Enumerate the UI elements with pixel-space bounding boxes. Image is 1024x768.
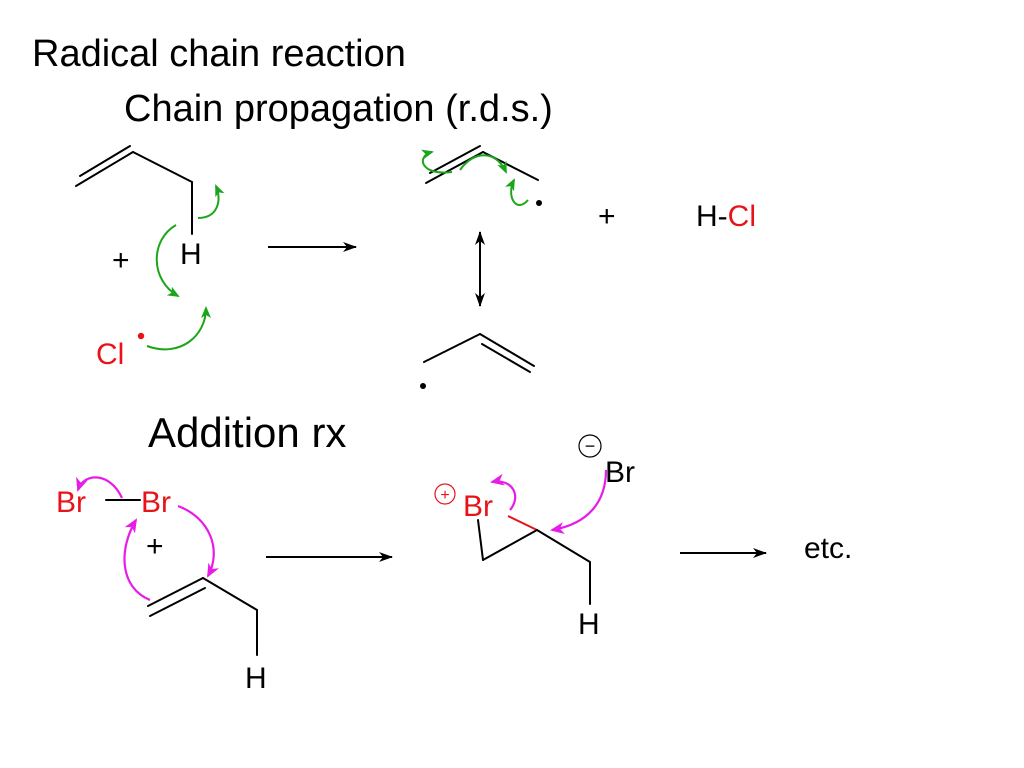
curved-arrow-pi-to-br [123,518,151,602]
add-double-inner [149,587,206,617]
plus-sign-1: + [112,244,130,277]
double-bond-outer [75,151,134,187]
fishhook-arrow-radical [505,178,529,206]
plus-sign-2: + [598,200,616,233]
chlorine-atom: Cl [96,338,124,371]
allyl-radical-form-2 [423,333,535,373]
allyl2-single [423,333,481,363]
reactant-alkene [75,145,193,235]
allyl2-double-outer [479,333,535,367]
chlorine-radical-dot [137,332,145,340]
fishhook-arrow-to-h [155,224,180,297]
bromide-anion: Br [605,456,635,489]
negative-charge-circle [578,434,602,458]
allyl-double-inner [429,145,481,174]
ring-c2-ch2-bond [536,529,591,563]
ring-c1-c2-bond [482,529,538,561]
add-single [202,577,258,611]
single-bond [132,151,193,183]
allyl-radical-form-1 [425,145,539,184]
title-heading: Radical chain reaction [32,33,406,75]
ring-br-c1-bond [477,519,484,561]
allyl2-double-inner [481,343,531,373]
curved-arrow-br-br-bond [76,476,123,499]
bromine-atom-2: Br [141,486,171,519]
addition-alkene [147,577,258,656]
fishhook-arrow-from-cl [146,306,211,351]
allyl-radical-dot-1 [536,200,542,206]
plus-sign-3: + [146,530,164,563]
fishhook-arrow-ch-bond [197,184,225,219]
double-bond-inner [79,145,131,177]
hcl-chlorine: Cl [728,200,756,233]
hydrogen-atom-3: H [578,608,600,641]
allyl-radical-dot-2 [420,383,426,389]
hydrogen-atom-1: H [180,238,202,271]
positive-charge-sign: + [440,487,449,504]
etc-label: etc. [804,532,852,565]
hydrogen-atom-2: H [245,662,267,695]
hcl-hydrogen: H- [696,200,728,233]
add-double-outer [147,577,204,607]
ring-br-c2-bond [507,515,538,531]
curved-arrow-br-ring [490,473,517,511]
bromonium-bromine: Br [463,490,493,523]
negative-charge-sign: − [585,436,596,456]
addition-heading: Addition rx [148,409,346,456]
hcl-product: H-Cl [696,200,756,233]
fishhook-arrow-pi-right [459,154,507,174]
curved-arrow-br-to-alkene [177,504,219,578]
bromine-atom-1: Br [56,486,86,519]
subtitle-heading: Chain propagation (r.d.s.) [124,88,553,130]
fishhook-arrow-pi-left [421,149,453,174]
curved-arrow-bromide-attack [550,469,608,534]
bromonium-ring [477,515,591,605]
positive-charge-circle [434,483,456,505]
